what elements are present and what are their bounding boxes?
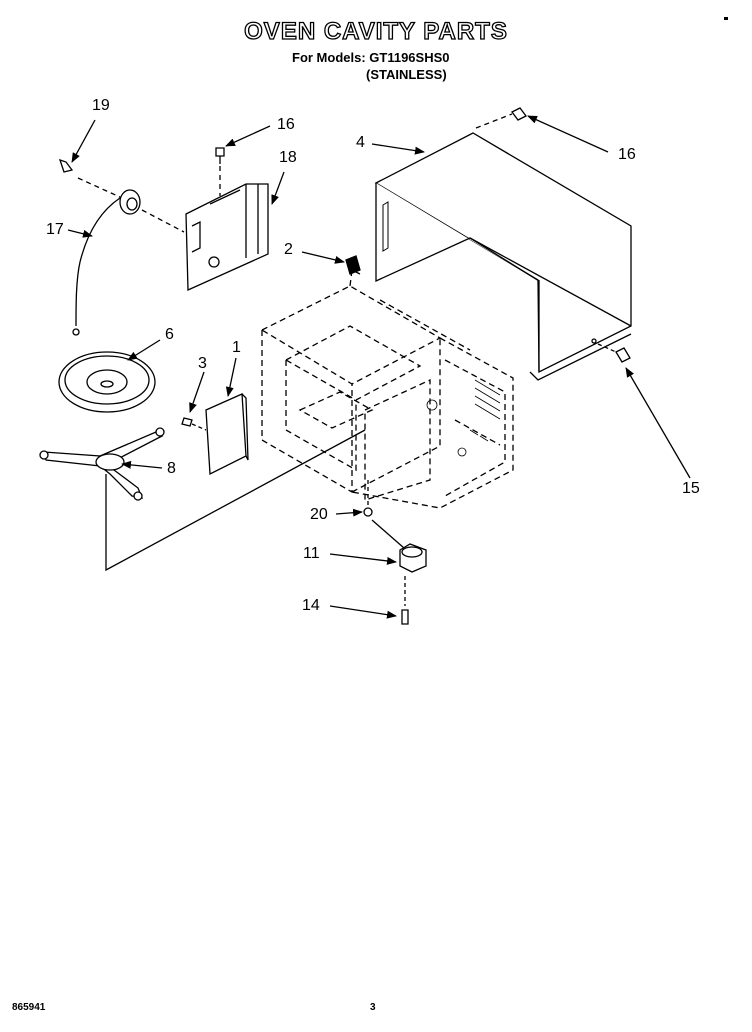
turntable-tray — [58, 351, 156, 413]
callout-4: 4 — [356, 134, 365, 151]
page-number: 3 — [370, 1002, 376, 1013]
corner-mark — [724, 17, 728, 20]
callout-19: 19 — [92, 97, 110, 114]
callout-16-right: 16 — [618, 146, 636, 163]
diagram-title: OVEN CAVITY PARTS — [243, 17, 508, 45]
screw-15 — [597, 343, 631, 363]
callout-11: 11 — [303, 545, 320, 562]
callout-17: 17 — [46, 221, 64, 238]
screw-3 — [181, 417, 207, 431]
callout-8: 8 — [167, 460, 176, 477]
roller-support — [39, 427, 165, 501]
callout-1: 1 — [232, 339, 241, 356]
oven-cavity — [260, 269, 514, 509]
cover-plate — [185, 183, 269, 291]
callout-2: 2 — [284, 241, 293, 258]
leader-lines — [67, 115, 691, 619]
cavity-vent-holes — [426, 379, 501, 457]
cable-assembly — [72, 189, 185, 336]
callout-18: 18 — [279, 149, 297, 166]
screw-16-right — [475, 107, 527, 129]
small-pad — [345, 255, 361, 275]
cabinet-wrapper — [374, 132, 632, 381]
callout-20: 20 — [310, 506, 328, 523]
callout-3: 3 — [198, 355, 207, 372]
callout-15: 15 — [682, 480, 700, 497]
drive-shaft-line — [105, 429, 366, 572]
screw-16-left — [215, 147, 225, 196]
callout-6: 6 — [165, 326, 174, 343]
mounting-plate — [205, 393, 249, 476]
turntable-motor — [371, 519, 427, 573]
models-line: For Models: GT1196SHS0 — [292, 50, 450, 65]
model-variant: (STAINLESS) — [366, 67, 447, 82]
screw-19 — [58, 158, 123, 199]
document-number: 865941 — [12, 1002, 46, 1013]
washer-20 — [363, 480, 373, 517]
callout-16-left: 16 — [277, 116, 295, 133]
callout-14: 14 — [302, 597, 320, 614]
screw-14 — [401, 576, 409, 625]
